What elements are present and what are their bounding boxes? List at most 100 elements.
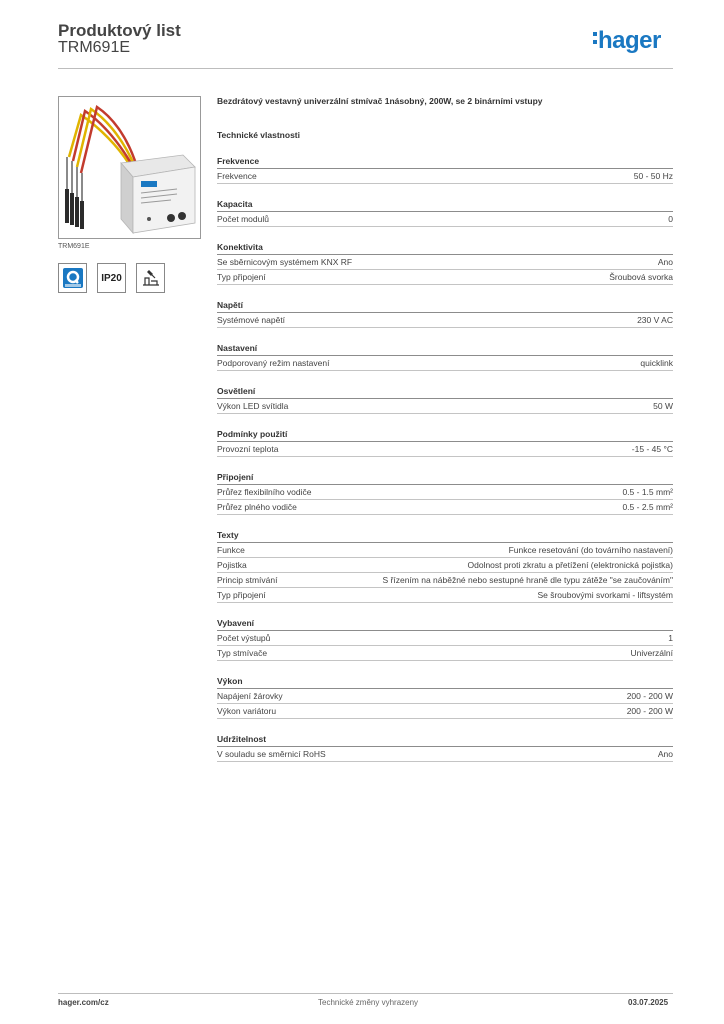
- spec-label: Pojistka: [217, 560, 247, 570]
- spec-row: Výkon LED svítidla 50 W: [217, 399, 673, 414]
- spec-value: Šroubová svorka: [609, 272, 673, 282]
- spec-row: Počet modulů 0: [217, 212, 673, 227]
- installation-icon: [142, 270, 159, 286]
- spec-section: Konektivita Se sběrnicovým systémem KNX R…: [217, 241, 673, 285]
- footer-date: 03.07.2025: [628, 998, 669, 1007]
- spec-heading: Technické vlastnosti: [217, 130, 300, 140]
- spec-value: 50 W: [653, 401, 673, 411]
- spec-row: Počet výstupů 1: [217, 631, 673, 646]
- spec-value: 0.5 - 2.5 mm²: [622, 502, 673, 512]
- product-code: TRM691E: [58, 39, 131, 56]
- spec-label: Průřez plného vodiče: [217, 502, 297, 512]
- section-title: Osvětlení: [217, 385, 673, 399]
- image-caption: TRM691E: [58, 243, 90, 250]
- spec-row: Provozní teplota -15 - 45 °C: [217, 442, 673, 457]
- hager-logo: hager: [593, 27, 661, 55]
- spec-row: Typ stmívače Univerzální: [217, 646, 673, 661]
- section-title: Konektivita: [217, 241, 673, 255]
- spec-section: Udržitelnost V souladu se směrnicí RoHS An…: [217, 733, 673, 762]
- spec-value: S řízením na náběžné nebo sestupné hraně…: [382, 575, 674, 585]
- spec-label: Podporovaný režim nastavení: [217, 358, 330, 368]
- spec-value: 0: [668, 214, 673, 224]
- section-title: Udržitelnost: [217, 733, 673, 747]
- spec-value: Funkce resetování (do továrního nastaven…: [508, 545, 673, 555]
- spec-label: Princip stmívání: [217, 575, 278, 585]
- spec-label: Typ stmívače: [217, 648, 268, 658]
- spec-label: Napájení žárovky: [217, 691, 283, 701]
- logo-colon-icon: [593, 29, 597, 48]
- section-title: Kapacita: [217, 198, 673, 212]
- spec-label: Počet výstupů: [217, 633, 271, 643]
- section-title: Napětí: [217, 299, 673, 313]
- footer-disclaimer: Technické změny vyhrazeny: [318, 998, 419, 1007]
- spec-row: Podporovaný režim nastavení quicklink: [217, 356, 673, 371]
- product-image: [58, 96, 201, 239]
- spec-value: Univerzální: [630, 648, 673, 658]
- section-title: Výkon: [217, 675, 673, 689]
- spec-value: Se šroubovými svorkami - liftsystém: [537, 590, 673, 600]
- spec-row: Systémové napětí 230 V AC: [217, 313, 673, 328]
- spec-value: 1: [668, 633, 673, 643]
- installation-badge: [136, 263, 165, 293]
- spec-row: Frekvence 50 - 50 Hz: [217, 169, 673, 184]
- page-title: Produktový list: [58, 21, 181, 40]
- spec-value: 50 - 50 Hz: [633, 171, 673, 181]
- spec-label: Systémové napětí: [217, 315, 286, 325]
- spec-row: Průřez flexibilního vodiče 0.5 - 1.5 mm²: [217, 485, 673, 500]
- spec-label: Průřez flexibilního vodiče: [217, 487, 312, 497]
- quicklink-badge: [58, 263, 87, 293]
- spec-value: quicklink: [640, 358, 673, 368]
- section-title: Připojení: [217, 471, 673, 485]
- spec-value: Ano: [657, 749, 673, 759]
- spec-label: V souladu se směrnicí RoHS: [217, 749, 326, 759]
- section-title: Podmínky použití: [217, 428, 673, 442]
- section-title: Vybavení: [217, 617, 673, 631]
- spec-label: Typ připojení: [217, 590, 266, 600]
- spec-row: Průřez plného vodiče 0.5 - 2.5 mm²: [217, 500, 673, 515]
- footer-website: hager.com/cz: [58, 998, 109, 1007]
- spec-row: Typ připojení Šroubová svorka: [217, 270, 673, 285]
- spec-value: 200 - 200 W: [626, 691, 673, 701]
- spec-row: Funkce Funkce resetování (do továrního na…: [217, 543, 673, 558]
- spec-label: Výkon variátoru: [217, 706, 277, 716]
- header-divider: [58, 68, 673, 69]
- logo-text: hager: [598, 27, 661, 54]
- spec-label: Se sběrnicovým systémem KNX RF: [217, 257, 353, 267]
- spec-value: 0.5 - 1.5 mm²: [622, 487, 673, 497]
- spec-row: Výkon variátoru 200 - 200 W: [217, 704, 673, 719]
- footer-divider: [58, 993, 673, 994]
- spec-value: Odolnost proti zkratu a přetížení (elekt…: [467, 560, 673, 570]
- spec-label: Funkce: [217, 545, 245, 555]
- spec-value: -15 - 45 °C: [631, 444, 673, 454]
- spec-label: Provozní teplota: [217, 444, 279, 454]
- section-title: Nastavení: [217, 342, 673, 356]
- spec-label: Počet modulů: [217, 214, 269, 224]
- feature-badges: IP20: [58, 263, 165, 293]
- spec-row: Napájení žárovky 200 - 200 W: [217, 689, 673, 704]
- spec-label: Frekvence: [217, 171, 257, 181]
- spec-value: Ano: [657, 257, 673, 267]
- spec-row: Princip stmívání S řízením na náběžné neb…: [217, 573, 673, 588]
- quicklink-icon: [62, 268, 83, 288]
- spec-label: Typ připojení: [217, 272, 266, 282]
- spec-label: Výkon LED svítidla: [217, 401, 289, 411]
- spec-value: 230 V AC: [637, 315, 673, 325]
- spec-row: V souladu se směrnicí RoHS Ano: [217, 747, 673, 762]
- spec-row: Pojistka Odolnost proti zkratu a přetížen…: [217, 558, 673, 573]
- section-title: Frekvence: [217, 155, 673, 169]
- spec-content: Bezdrátový vestavný univerzální stmívač …: [217, 96, 673, 762]
- spec-value: 200 - 200 W: [626, 706, 673, 716]
- dimmer-module-illustration: [65, 104, 196, 235]
- section-title: Texty: [217, 529, 673, 543]
